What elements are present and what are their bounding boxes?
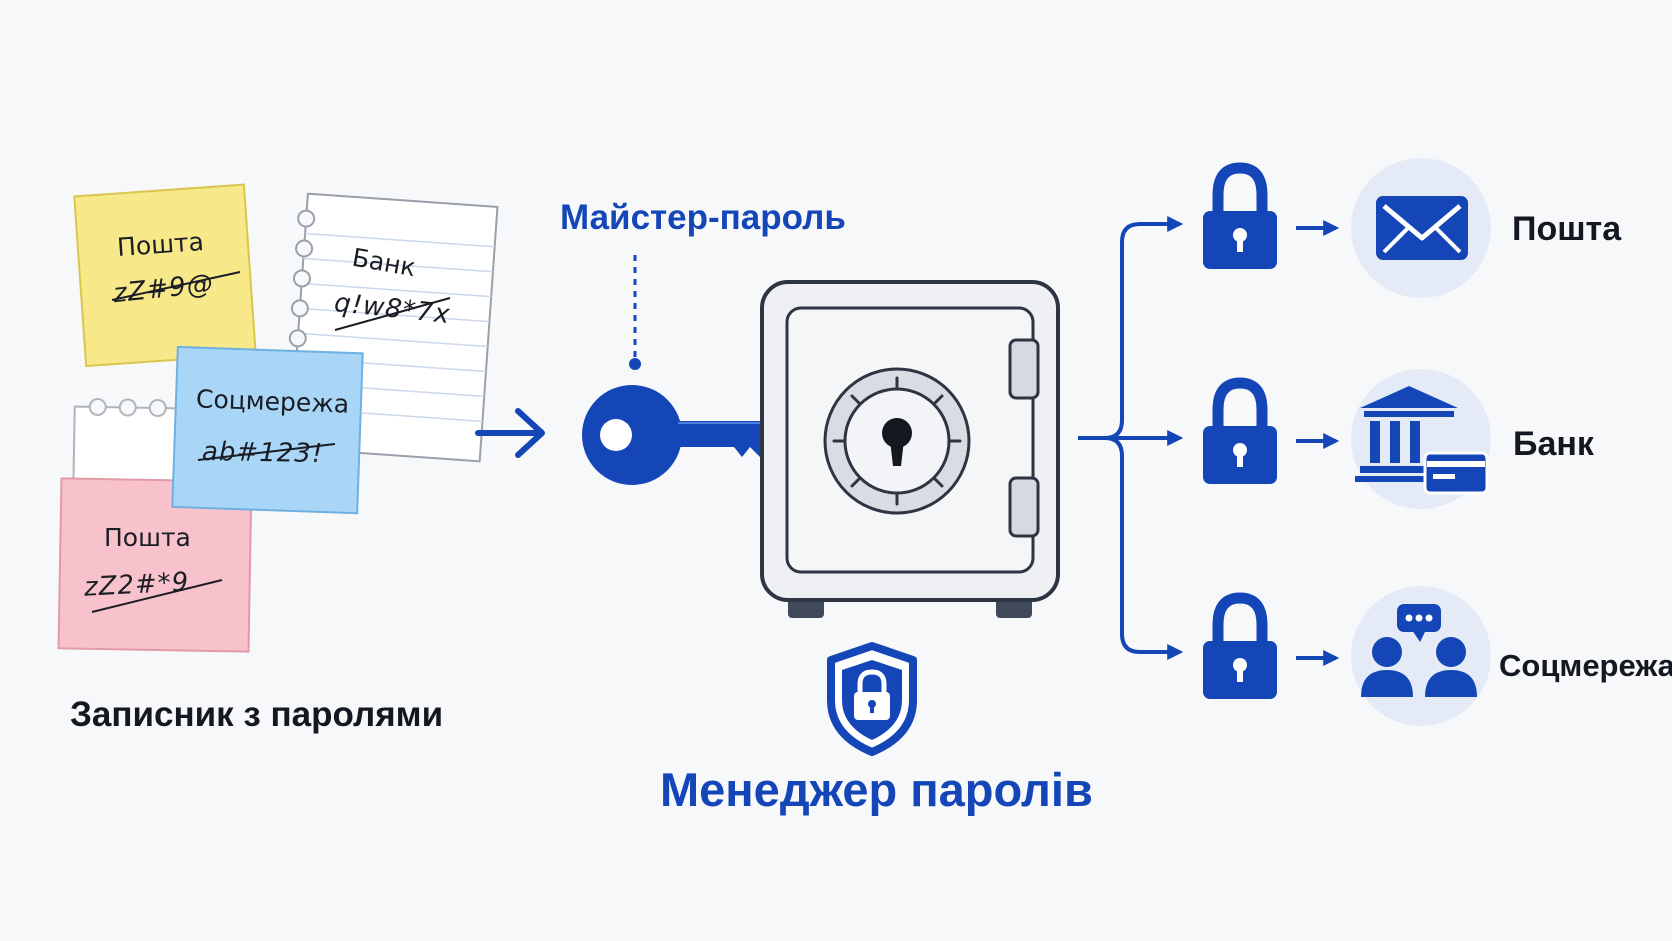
strike-blue: [197, 443, 336, 461]
master-password-label: Майстер-пароль: [560, 198, 846, 237]
manager-title: Менеджер паролів: [660, 763, 1093, 816]
strike-bank: [334, 297, 451, 331]
note-pink-service: Пошта: [104, 523, 191, 552]
padlock-icon: [1203, 377, 1277, 484]
envelope-icon: [1376, 196, 1468, 260]
password-strikes: [91, 271, 451, 613]
strike-pink: [91, 579, 223, 613]
note-pink-password: zZ2#*9: [83, 567, 191, 603]
safe-icon: [760, 280, 1060, 618]
strike-yellow: [111, 271, 241, 301]
note-blue: [171, 345, 364, 515]
note-yellow: [73, 183, 257, 368]
service-label-social: Соцмережа: [1499, 648, 1672, 683]
note-blue-service: Соцмережа: [195, 384, 350, 419]
notes-caption: Записник з паролями: [70, 695, 444, 734]
bank-card-icon: [1355, 386, 1489, 495]
note-yellow-service: Пошта: [116, 227, 205, 262]
note-blue-password: ab#123!: [201, 436, 324, 470]
social-users-icon: [1361, 604, 1477, 697]
shield-lock-icon: [827, 642, 917, 756]
padlock-icon: [1203, 592, 1277, 699]
arrow-to-key-head: [515, 408, 545, 458]
master-connector-dot: [629, 358, 641, 370]
branch-connector: [1078, 216, 1184, 660]
padlock-icon: [1203, 162, 1277, 269]
service-label-bank: Банк: [1513, 425, 1594, 463]
service-arrows: [1296, 220, 1340, 666]
service-label-mail: Пошта: [1512, 210, 1622, 248]
padlocks: [1203, 162, 1277, 699]
